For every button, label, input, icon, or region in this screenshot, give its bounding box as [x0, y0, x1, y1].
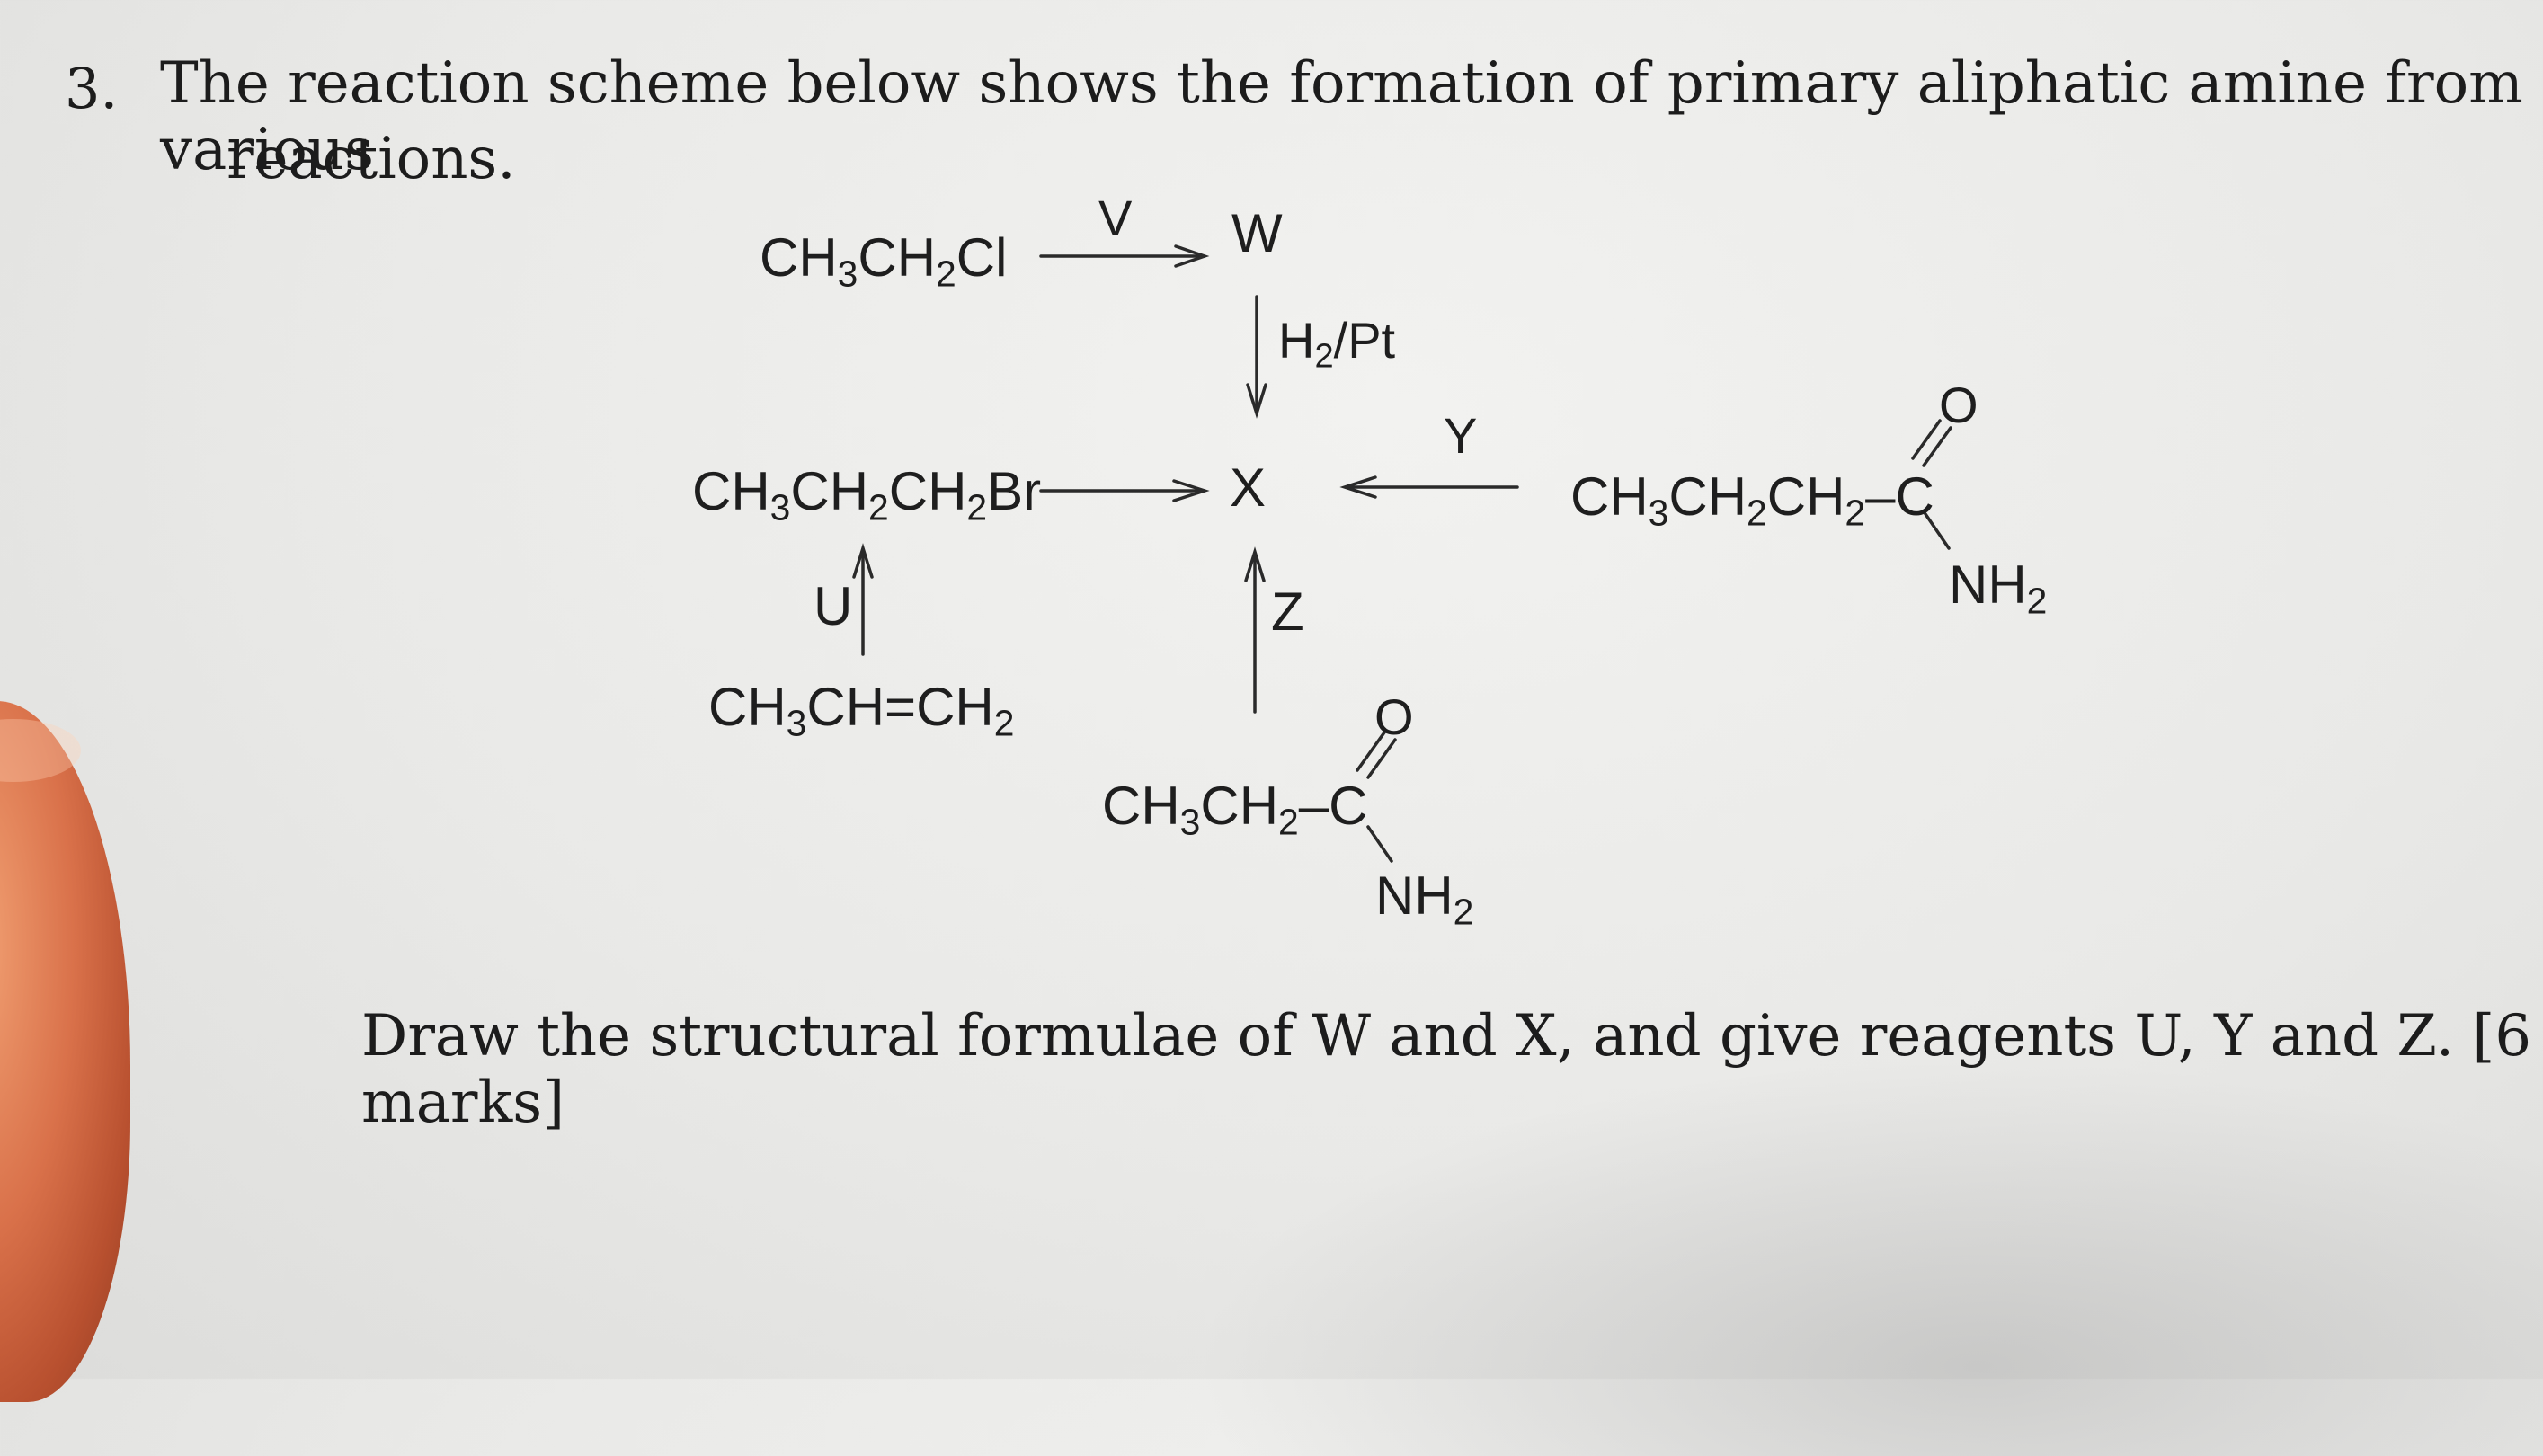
propanamide-oxygen: O — [1374, 688, 1414, 745]
reagent-y-label: Y — [1444, 407, 1478, 464]
arrowhead-propanamide-to-x — [1244, 546, 1266, 582]
butanamide-nh2: NH2 — [1949, 555, 2048, 622]
question-text-line2: reactions. — [227, 126, 516, 192]
reagent-z-label: Z — [1271, 582, 1304, 642]
compound-x-label: X — [1230, 457, 1267, 518]
question-instruction: Draw the structural formulae of W and X,… — [361, 1003, 2532, 1136]
reagent-u-label: U — [814, 576, 853, 636]
catalyst-label: H2/Pt — [1278, 312, 1396, 376]
compound-w-label: W — [1231, 203, 1283, 263]
arrowhead-w-to-x — [1246, 383, 1267, 419]
bromopropane-formula: CH3CH2CH2Br — [692, 461, 1042, 528]
question-text-line1: The reaction scheme below shows the form… — [160, 50, 2523, 183]
butanamide-oxygen: O — [1939, 377, 1978, 433]
bond-co-2a — [1356, 731, 1386, 772]
propene-formula: CH3CH=CH2 — [708, 677, 1015, 744]
arrowhead-butanamide-to-x — [1339, 475, 1377, 499]
arrowhead-cl-to-w — [1174, 244, 1210, 268]
bond-co-1b — [1922, 426, 1952, 467]
arrowhead-br-to-x — [1172, 479, 1210, 502]
question-number: 3. — [65, 56, 119, 121]
bond-co-1a — [1911, 419, 1942, 460]
reagent-v-label: V — [1098, 190, 1133, 246]
bond-co-2b — [1366, 738, 1397, 779]
arrowhead-propene-to-br — [852, 543, 874, 579]
butanamide-chain: CH3CH2CH2–C — [1570, 466, 1934, 534]
bond-cn-2 — [1366, 825, 1393, 863]
reaction-arrows — [852, 244, 1952, 863]
propanamide-nh2: NH2 — [1375, 866, 1474, 933]
bond-cn-1 — [1924, 512, 1951, 550]
chloroethane-formula: CH3CH2Cl — [760, 227, 1008, 295]
propanamide-chain: CH3CH2–C — [1102, 776, 1368, 843]
